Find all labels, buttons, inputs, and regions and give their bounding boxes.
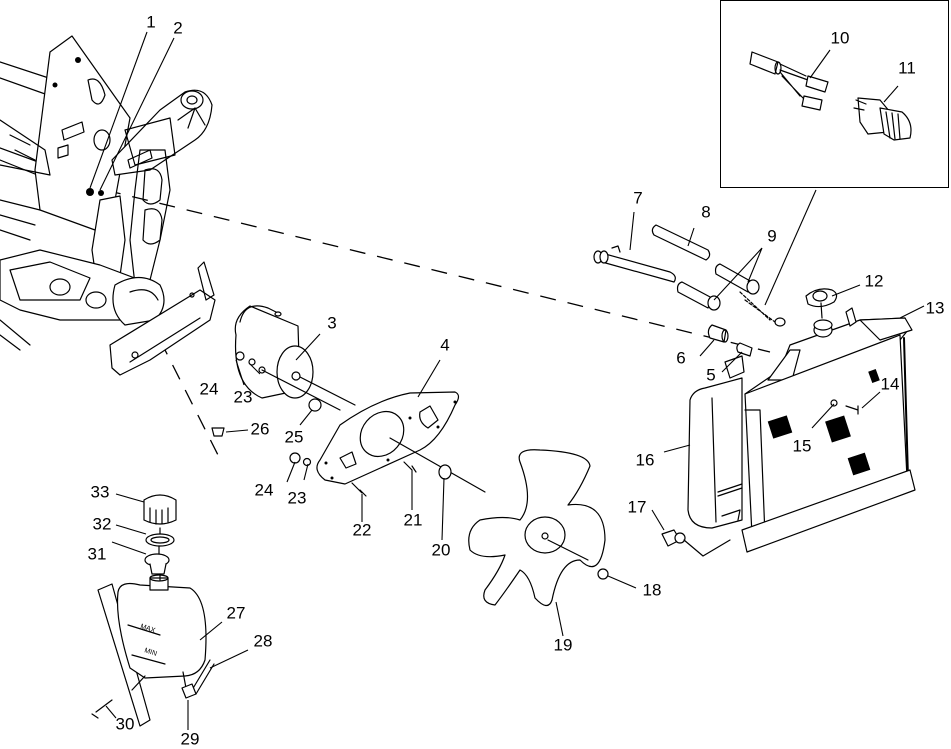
callout-25: 25	[284, 427, 304, 447]
callout-28: 28	[253, 631, 273, 651]
drain-petcock	[661, 529, 731, 557]
callout-12: 12	[864, 271, 884, 291]
fan-shroud	[687, 355, 745, 529]
callout-31: 31	[87, 544, 107, 564]
callout-2: 2	[173, 18, 183, 38]
callout-23-upper: 23	[233, 387, 253, 407]
callout-18: 18	[642, 580, 662, 600]
alignment-line-frame-radiator	[104, 189, 771, 353]
screw-14	[845, 405, 859, 415]
callout-22: 22	[352, 520, 372, 540]
callout-13: 13	[925, 298, 945, 318]
coolant-reservoir	[97, 574, 207, 727]
callout-29: 29	[180, 729, 200, 749]
callout-16: 16	[635, 450, 655, 470]
spacer-20	[438, 464, 452, 480]
motor-mount-plate	[316, 391, 486, 493]
callout-20: 20	[431, 540, 451, 560]
filler-neck-31	[144, 553, 170, 575]
fan-motor	[234, 305, 356, 411]
callout-33: 33	[90, 482, 110, 502]
callout-14: 14	[880, 374, 900, 394]
radiator	[741, 307, 916, 553]
reservoir-max-mark: MAX	[139, 623, 156, 634]
hose-7	[593, 245, 676, 283]
gasket-32	[145, 533, 175, 547]
callout-1: 1	[146, 12, 156, 32]
alignment-line-reservoir	[159, 339, 219, 456]
callout-10: 10	[830, 28, 850, 48]
screw-21	[403, 461, 417, 473]
callout-9: 9	[767, 226, 777, 246]
callout-32: 32	[92, 514, 112, 534]
fitting-6	[707, 324, 729, 343]
callout-30: 30	[115, 714, 135, 734]
callout-8: 8	[701, 202, 711, 222]
callout-6: 6	[676, 348, 686, 368]
fan-blade	[468, 449, 606, 607]
callout-4: 4	[440, 335, 450, 355]
callout-24-lower: 24	[254, 480, 274, 500]
washer-15	[830, 399, 838, 407]
inset-part-10-harness	[749, 51, 829, 111]
callout-17: 17	[627, 497, 647, 517]
inset-part-11-switch	[853, 97, 912, 141]
grommet-26	[211, 427, 225, 437]
screw-22	[351, 482, 367, 497]
nut-24-lower	[289, 452, 301, 464]
reservoir-min-mark: MIN	[143, 647, 157, 658]
callout-26: 26	[250, 419, 270, 439]
callout-19: 19	[553, 635, 573, 655]
radiator-cap	[805, 288, 838, 319]
screw-30	[91, 699, 113, 719]
callout-21: 21	[403, 510, 423, 530]
overflow-hose-28	[191, 659, 215, 695]
bushing-25	[308, 398, 322, 412]
washer-23-lower	[302, 457, 312, 467]
callout-11: 11	[898, 58, 916, 78]
vehicle-frame	[0, 35, 216, 376]
hose-8	[651, 224, 711, 261]
callout-5: 5	[706, 365, 716, 385]
callout-7: 7	[633, 188, 643, 208]
callout-27: 27	[226, 603, 246, 623]
callout-15: 15	[792, 436, 812, 456]
fitting-5	[736, 342, 753, 357]
leader-lines	[89, 31, 925, 730]
callout-23-lower: 23	[287, 488, 307, 508]
callout-3: 3	[327, 313, 337, 333]
nut-18	[597, 568, 609, 580]
reservoir-cap-33	[143, 494, 177, 525]
hose-clamp-29	[181, 683, 197, 699]
inset-detail-box	[720, 0, 949, 188]
callout-24-upper: 24	[199, 379, 219, 399]
